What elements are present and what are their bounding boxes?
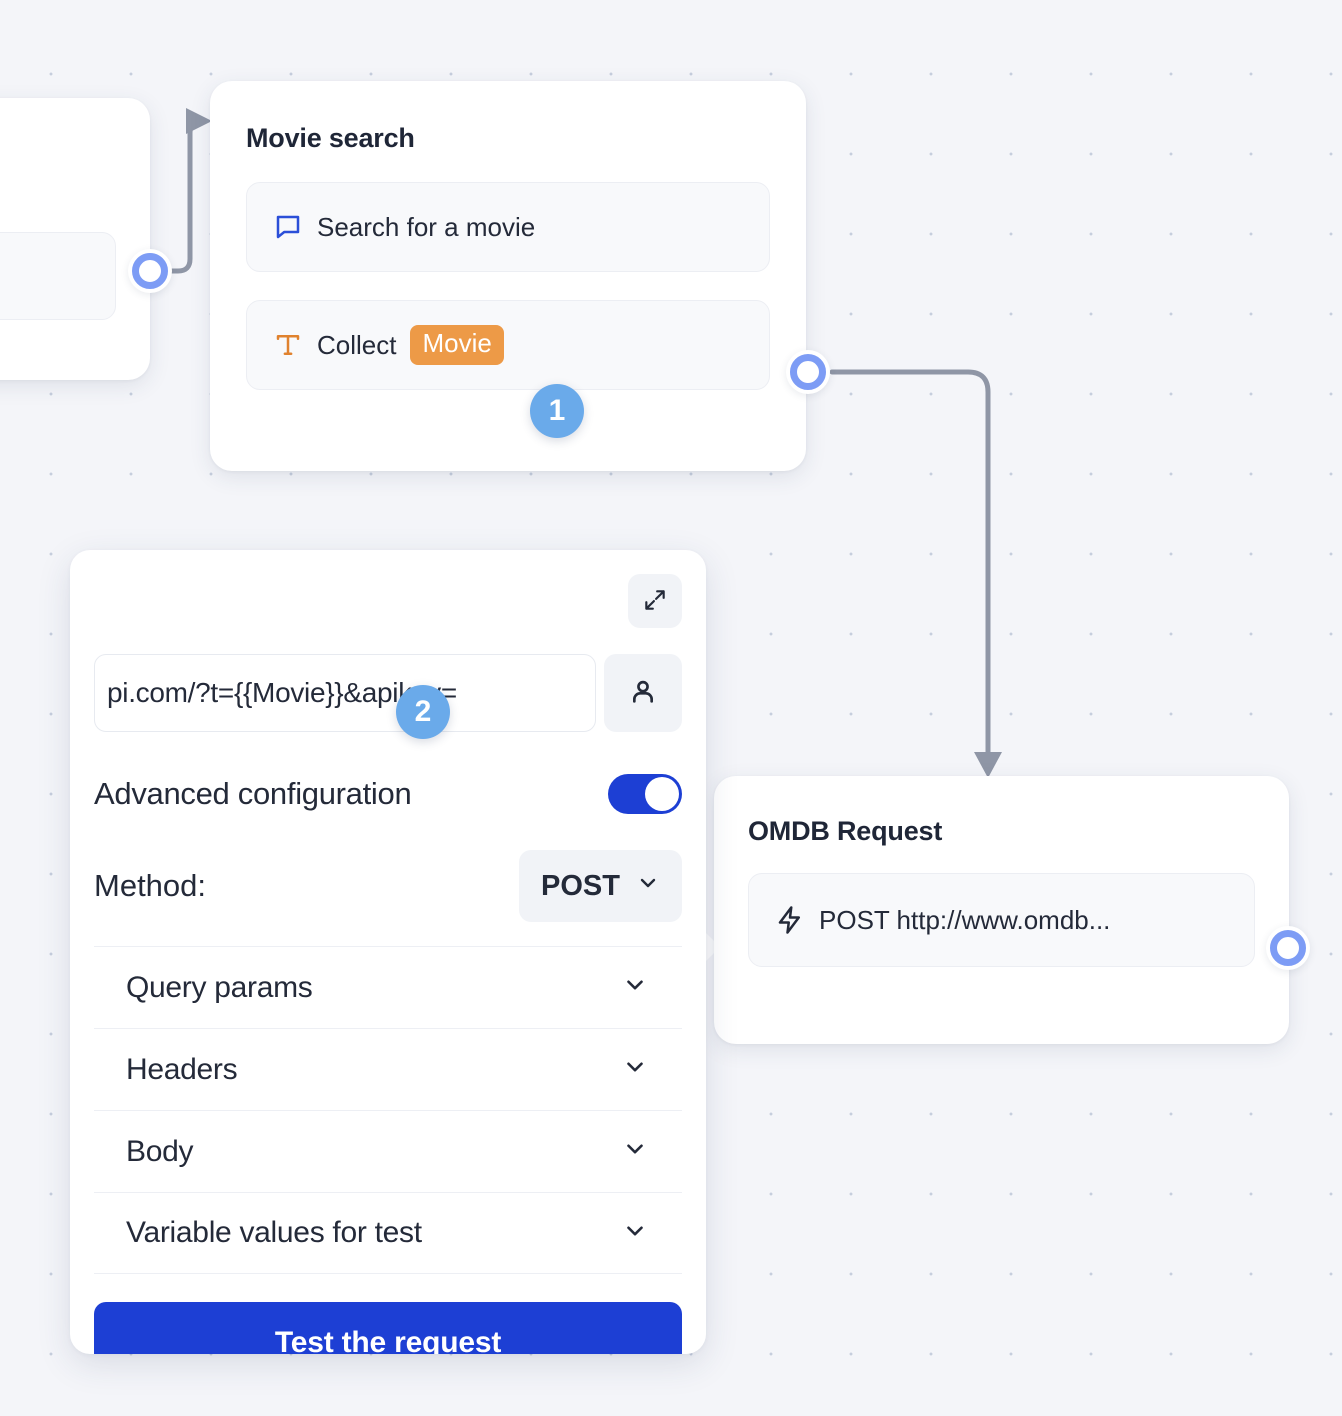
node-title-omdb-request: OMDB Request xyxy=(748,816,943,846)
url-row xyxy=(94,654,682,732)
node-row-label-prefix: Collect xyxy=(317,329,397,360)
advanced-configuration-label: Advanced configuration xyxy=(94,776,412,811)
node-card-omdb-request[interactable]: OMDB Request POST http://www.omdb... xyxy=(714,776,1289,1044)
toggle-knob xyxy=(645,777,679,811)
accordion-label: Body xyxy=(126,1134,194,1168)
test-the-request-button[interactable]: Test the request xyxy=(94,1302,682,1354)
method-value: POST xyxy=(541,869,620,902)
request-config-panel[interactable]: Advanced configuration Method: POST Quer… xyxy=(70,550,706,1354)
accordion-item-variable-values-for-test[interactable]: Variable values for test xyxy=(94,1192,682,1274)
chevron-down-icon xyxy=(622,972,648,1003)
node-row-label: POST http://www.omdb... xyxy=(819,904,1111,935)
advanced-configuration-toggle[interactable] xyxy=(608,774,682,814)
connector-port-partial-output[interactable] xyxy=(128,249,172,293)
expand-diagonal-icon xyxy=(642,587,668,616)
chevron-down-icon xyxy=(622,1054,648,1085)
step-badge-1: 1 xyxy=(530,384,584,438)
person-icon xyxy=(627,676,659,711)
connector-port-omdb-output[interactable] xyxy=(1266,926,1310,970)
node-row-label: Search for a movie xyxy=(317,211,536,242)
expand-panel-button[interactable] xyxy=(628,574,682,628)
accordion-label: Headers xyxy=(126,1052,238,1086)
advanced-configuration-row: Advanced configuration xyxy=(94,774,682,814)
panel-toolbar xyxy=(94,574,682,628)
node-title-movie-search: Movie search xyxy=(246,123,415,153)
step-badge-2: 2 xyxy=(396,685,450,739)
variable-tag-movie[interactable]: Movie xyxy=(410,325,504,365)
chevron-down-icon xyxy=(622,1218,648,1249)
accordion-item-headers[interactable]: Headers xyxy=(94,1028,682,1110)
connector-port-movie-search-output[interactable] xyxy=(786,350,830,394)
accordion-label: Query params xyxy=(126,970,313,1004)
node-card-movie-search[interactable]: Movie search Search for a movie Collect … xyxy=(210,81,806,471)
text-type-icon xyxy=(273,330,303,360)
request-sections-accordion: Query params Headers Body xyxy=(94,946,682,1274)
method-select[interactable]: POST xyxy=(519,850,682,922)
accordion-item-query-params[interactable]: Query params xyxy=(94,946,682,1028)
node-card-partial[interactable] xyxy=(0,98,150,380)
request-url-input[interactable] xyxy=(94,654,596,732)
chat-bubble-icon xyxy=(273,212,303,242)
lightning-bolt-icon xyxy=(775,904,805,936)
authorization-button[interactable] xyxy=(604,654,682,732)
accordion-label: Variable values for test xyxy=(126,1216,422,1249)
chevron-down-icon xyxy=(636,870,660,903)
method-label: Method: xyxy=(94,868,207,903)
node-row-placeholder[interactable] xyxy=(0,232,116,320)
method-row: Method: POST xyxy=(94,850,682,922)
node-row-search-for-a-movie[interactable]: Search for a movie xyxy=(246,182,770,272)
chevron-down-icon xyxy=(622,1136,648,1167)
accordion-item-body[interactable]: Body xyxy=(94,1110,682,1192)
node-row-collect-movie[interactable]: Collect Movie xyxy=(246,300,770,390)
node-row-post-request[interactable]: POST http://www.omdb... xyxy=(748,873,1255,967)
